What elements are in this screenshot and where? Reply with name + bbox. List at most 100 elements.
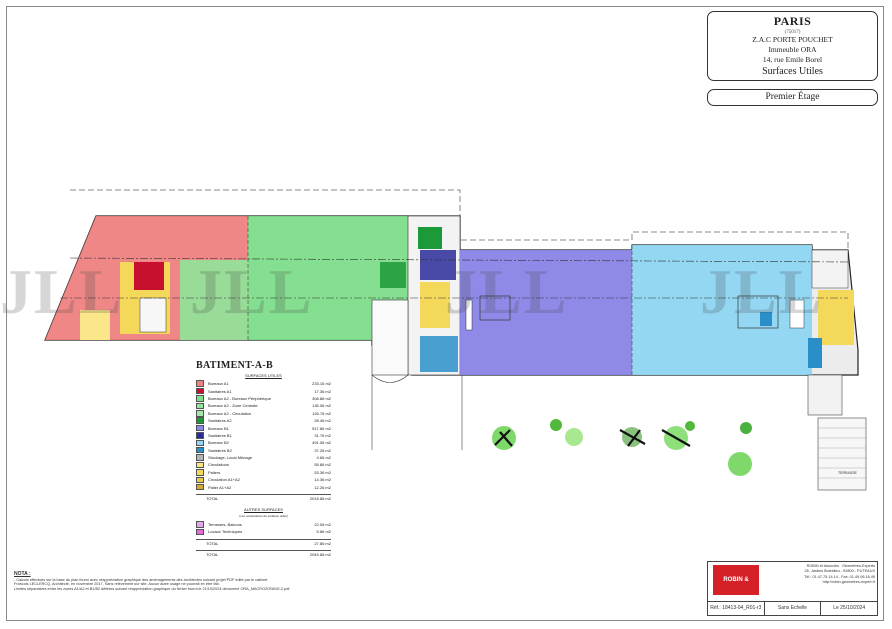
legend-item-value: 31.76 m2 bbox=[314, 432, 331, 438]
legend-item-row: Sanitaires A2 28.46 m2 bbox=[196, 417, 331, 424]
plan-type: Surfaces Utiles bbox=[762, 66, 823, 77]
reference-row: Réf.: 18413-04_R01-r3 Sans Echelle Le 25… bbox=[708, 601, 877, 616]
zac-name: Z.A.C PORTE POUCHET bbox=[752, 35, 833, 44]
other-total: TOTAL 27.86 m2 bbox=[196, 538, 331, 546]
watermark-3: JLL bbox=[445, 256, 569, 327]
city-title: PARIS bbox=[773, 14, 812, 28]
legend-total: TOTAL 2018.86 m2 bbox=[196, 493, 331, 501]
legend-subheading: SURFACES UTILES bbox=[245, 373, 282, 378]
legend-item-swatch bbox=[196, 424, 204, 432]
palier bbox=[420, 282, 450, 328]
legend-item-value: 14.36 m2 bbox=[314, 477, 331, 483]
sanitaires-b2-east bbox=[808, 338, 822, 368]
legend-item-row: Stockage, Local Ménage 4.66 m2 bbox=[196, 454, 331, 461]
ramp bbox=[807, 374, 843, 416]
stairs-b2 bbox=[811, 249, 849, 289]
other-total-label: TOTAL bbox=[206, 540, 219, 546]
palier-b2 bbox=[818, 290, 854, 345]
sheet-frame bbox=[6, 6, 884, 621]
title-block: PARIS (75017) Z.A.C PORTE POUCHET Immeub… bbox=[707, 11, 878, 81]
legend-item-label: Stockage, Local Ménage bbox=[208, 455, 253, 461]
cartouche: ROBIN & ASSOCIES ROBIN et Associés Géomè… bbox=[707, 561, 878, 616]
company-logo: ROBIN & ASSOCIES bbox=[713, 565, 759, 613]
legend-item-swatch bbox=[196, 387, 204, 395]
legend-item-swatch bbox=[196, 417, 204, 424]
legend-item-swatch bbox=[196, 410, 204, 417]
legend-item-label: Sanitaires A1 bbox=[208, 388, 232, 394]
company-info: ROBIN et Associés Géomètres-Experts 26, … bbox=[763, 564, 875, 586]
other-item-swatch bbox=[196, 528, 204, 536]
notes-line-3: Limites séparatives entre les zones A1/A… bbox=[14, 586, 290, 591]
address: 14, rue Emile Borel bbox=[762, 55, 823, 64]
grand-total-value: 2045.66 m2 bbox=[309, 551, 331, 557]
legend-item-swatch bbox=[196, 439, 204, 447]
legend-item-label: Sanitaires B2 bbox=[208, 447, 232, 453]
entrance-block bbox=[371, 299, 409, 376]
zone-bureaux-b1 bbox=[460, 250, 632, 375]
other-total-value: 27.86 m2 bbox=[314, 540, 331, 546]
outline-dashed bbox=[70, 189, 849, 268]
legend-item-swatch bbox=[196, 432, 204, 439]
legend-item-swatch bbox=[196, 454, 204, 461]
legend-total-value: 2018.86 m2 bbox=[309, 495, 331, 501]
grand-total: TOTAL 2045.66 m2 bbox=[196, 549, 331, 557]
notes-heading: NOTA : bbox=[14, 571, 31, 577]
legend-item-swatch bbox=[196, 461, 204, 469]
zone-a2-centrale bbox=[180, 260, 248, 340]
trees bbox=[492, 419, 752, 476]
legend-item-value: 491.06 m2 bbox=[312, 440, 331, 446]
sanitaires-a2-2 bbox=[380, 262, 406, 288]
legend-item-swatch bbox=[196, 446, 204, 454]
other-item-label: Locaux Techniques bbox=[208, 529, 243, 535]
core-b2-shaft bbox=[789, 299, 805, 329]
grand-total-label: TOTAL bbox=[206, 551, 219, 557]
other-item-swatch bbox=[196, 521, 204, 528]
notes-line-2: Francois LECLERCQ, Architecte, en novemb… bbox=[14, 582, 220, 587]
scale: Sans Echelle bbox=[765, 602, 822, 616]
stairs-a1 bbox=[139, 297, 167, 333]
legend-item-label: Bureaux A2 - Zone Centrale bbox=[208, 403, 258, 409]
legend-item-label: Bureaux A2 - Bureaux Périphérique bbox=[208, 395, 271, 401]
company-address: 26, Jardins Boieldieu - 92800 - PUTEAUX bbox=[804, 569, 876, 574]
date: Le 25/10/2024 bbox=[833, 605, 866, 611]
core-b2 bbox=[737, 295, 779, 329]
axis-line-upper bbox=[69, 257, 849, 263]
watermark-4: JLL bbox=[700, 256, 824, 327]
building-name: Immeuble ORA bbox=[768, 45, 817, 54]
terrace-block bbox=[817, 417, 867, 491]
legend-item-swatch bbox=[196, 469, 204, 476]
notes-line-1: - Calculs effectués sur la base du plan … bbox=[14, 577, 268, 582]
legend-item-label: Bureaux A1 bbox=[208, 381, 229, 387]
sanitaires-b2-core bbox=[760, 312, 772, 326]
company-phone: Tél.: 01.47.75.14.14 - Fax: 01.49.06.16.… bbox=[804, 574, 875, 579]
legend-total-label: TOTAL bbox=[206, 495, 219, 501]
legend-item-swatch bbox=[196, 483, 204, 491]
legend-item-swatch bbox=[196, 395, 204, 402]
other-heading: AUTRES SURFACES bbox=[244, 506, 283, 512]
sanitaires-b1 bbox=[420, 250, 456, 280]
legend-item-value: 4.66 m2 bbox=[316, 455, 331, 461]
legend-item-value: 126.76 m2 bbox=[312, 410, 331, 416]
core-b1-shaft bbox=[465, 299, 473, 331]
terrace-label: TERRASSE bbox=[838, 471, 858, 475]
sanitaires-a2 bbox=[418, 227, 442, 249]
legend-item-value: 28.46 m2 bbox=[314, 418, 331, 424]
legend-item-label: Sanitaires A2 bbox=[208, 418, 232, 424]
reference: Réf.: 18413-04_R01-r3 bbox=[708, 602, 765, 616]
company-name: ROBIN et Associés Géomètres-Experts bbox=[806, 564, 875, 568]
